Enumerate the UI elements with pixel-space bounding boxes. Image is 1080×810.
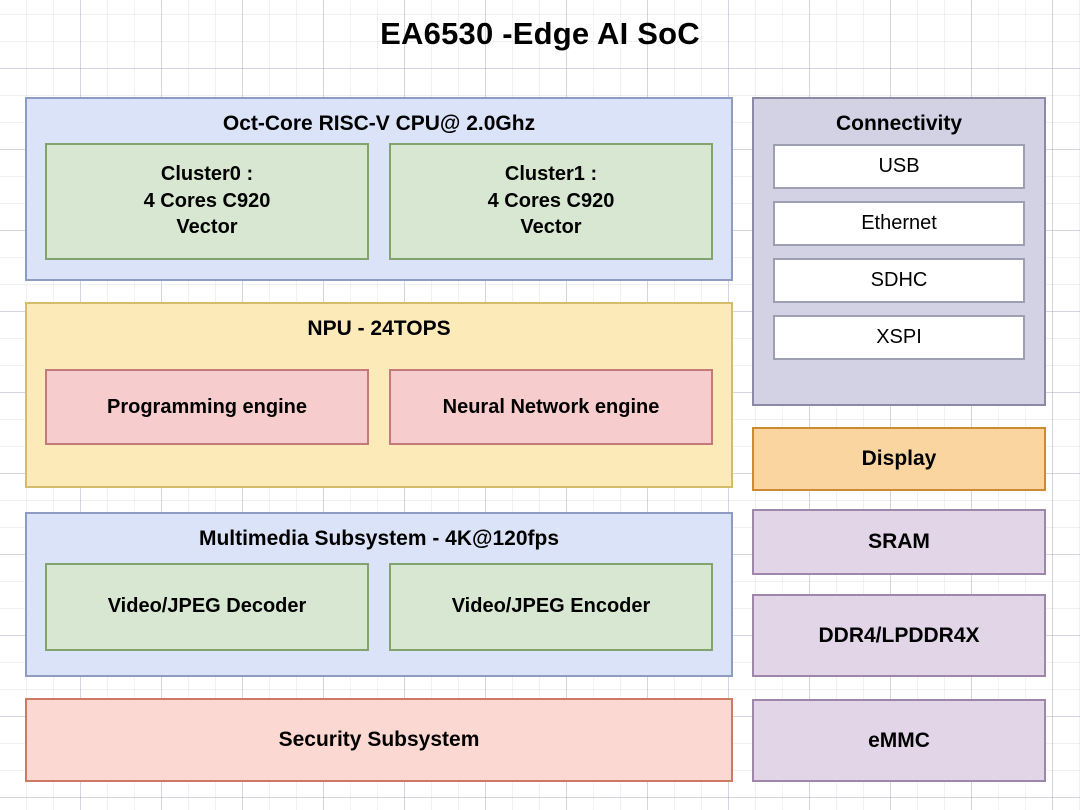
ddr4-lpddr4x-block[interactable]: DDR4/LPDDR4X xyxy=(752,594,1046,677)
connectivity-item-usb[interactable]: USB xyxy=(773,144,1025,190)
connectivity-block[interactable]: Connectivity USB Ethernet SDHC XSPI xyxy=(752,97,1046,406)
multimedia-block-title: Multimedia Subsystem - 4K@120fps xyxy=(198,527,560,550)
multimedia-block[interactable]: Multimedia Subsystem - 4K@120fps Video/J… xyxy=(25,512,733,677)
emmc-block[interactable]: eMMC xyxy=(752,699,1046,782)
cpu-cluster1[interactable]: Cluster1 : 4 Cores C920 Vector xyxy=(389,142,713,260)
multimedia-children: Video/JPEG Decoder Video/JPEG Encoder xyxy=(27,550,731,675)
connectivity-item-sdhc[interactable]: SDHC xyxy=(773,258,1025,304)
npu-block-title: NPU - 24TOPS xyxy=(307,317,451,340)
npu-neural-network-engine[interactable]: Neural Network engine xyxy=(389,369,713,446)
connectivity-block-title: Connectivity xyxy=(835,112,963,135)
cpu-children: Cluster0 : 4 Cores C920 Vector Cluster1 … xyxy=(27,135,731,279)
security-subsystem-block[interactable]: Security Subsystem xyxy=(25,698,733,782)
display-block[interactable]: Display xyxy=(752,427,1046,491)
connectivity-item-xspi[interactable]: XSPI xyxy=(773,315,1025,361)
cpu-block-title: Oct-Core RISC-V CPU@ 2.0Ghz xyxy=(222,112,536,135)
connectivity-items: USB Ethernet SDHC XSPI xyxy=(754,135,1044,404)
connectivity-item-ethernet[interactable]: Ethernet xyxy=(773,201,1025,247)
npu-block[interactable]: NPU - 24TOPS Programming engine Neural N… xyxy=(25,302,733,488)
npu-programming-engine[interactable]: Programming engine xyxy=(45,369,369,446)
cpu-cluster0[interactable]: Cluster0 : 4 Cores C920 Vector xyxy=(45,142,369,260)
multimedia-decoder[interactable]: Video/JPEG Decoder xyxy=(45,562,369,651)
multimedia-encoder[interactable]: Video/JPEG Encoder xyxy=(389,562,713,651)
npu-children: Programming engine Neural Network engine xyxy=(27,340,731,486)
sram-block[interactable]: SRAM xyxy=(752,509,1046,575)
page-title: EA6530 -Edge AI SoC xyxy=(380,16,700,51)
cpu-block[interactable]: Oct-Core RISC-V CPU@ 2.0Ghz Cluster0 : 4… xyxy=(25,97,733,281)
